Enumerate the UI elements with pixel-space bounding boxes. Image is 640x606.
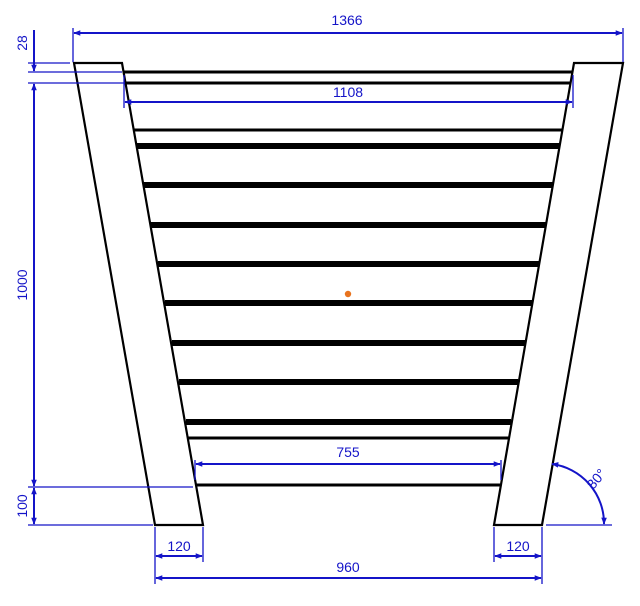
extension-lines: [28, 28, 624, 584]
center-mark: [344, 290, 352, 298]
dimension-label-28: 28: [14, 35, 30, 51]
angle-arc-80: [551, 462, 607, 525]
dimension-label-1366: 1366: [331, 12, 362, 28]
dimension-label-left-120: 120: [167, 538, 191, 554]
left-post: [72, 61, 205, 527]
slats: [123, 70, 573, 487]
right-post: [492, 61, 625, 527]
angle-label-80: 80°: [583, 466, 609, 493]
dimension-label-right-120: 120: [506, 538, 530, 554]
dimension-label-960: 960: [336, 559, 360, 575]
dimension-label-1108: 1108: [333, 84, 363, 100]
dimension-label-100: 100: [14, 494, 30, 518]
dimension-label-1000: 1000: [14, 269, 30, 300]
dimension-label-755: 755: [336, 444, 360, 460]
